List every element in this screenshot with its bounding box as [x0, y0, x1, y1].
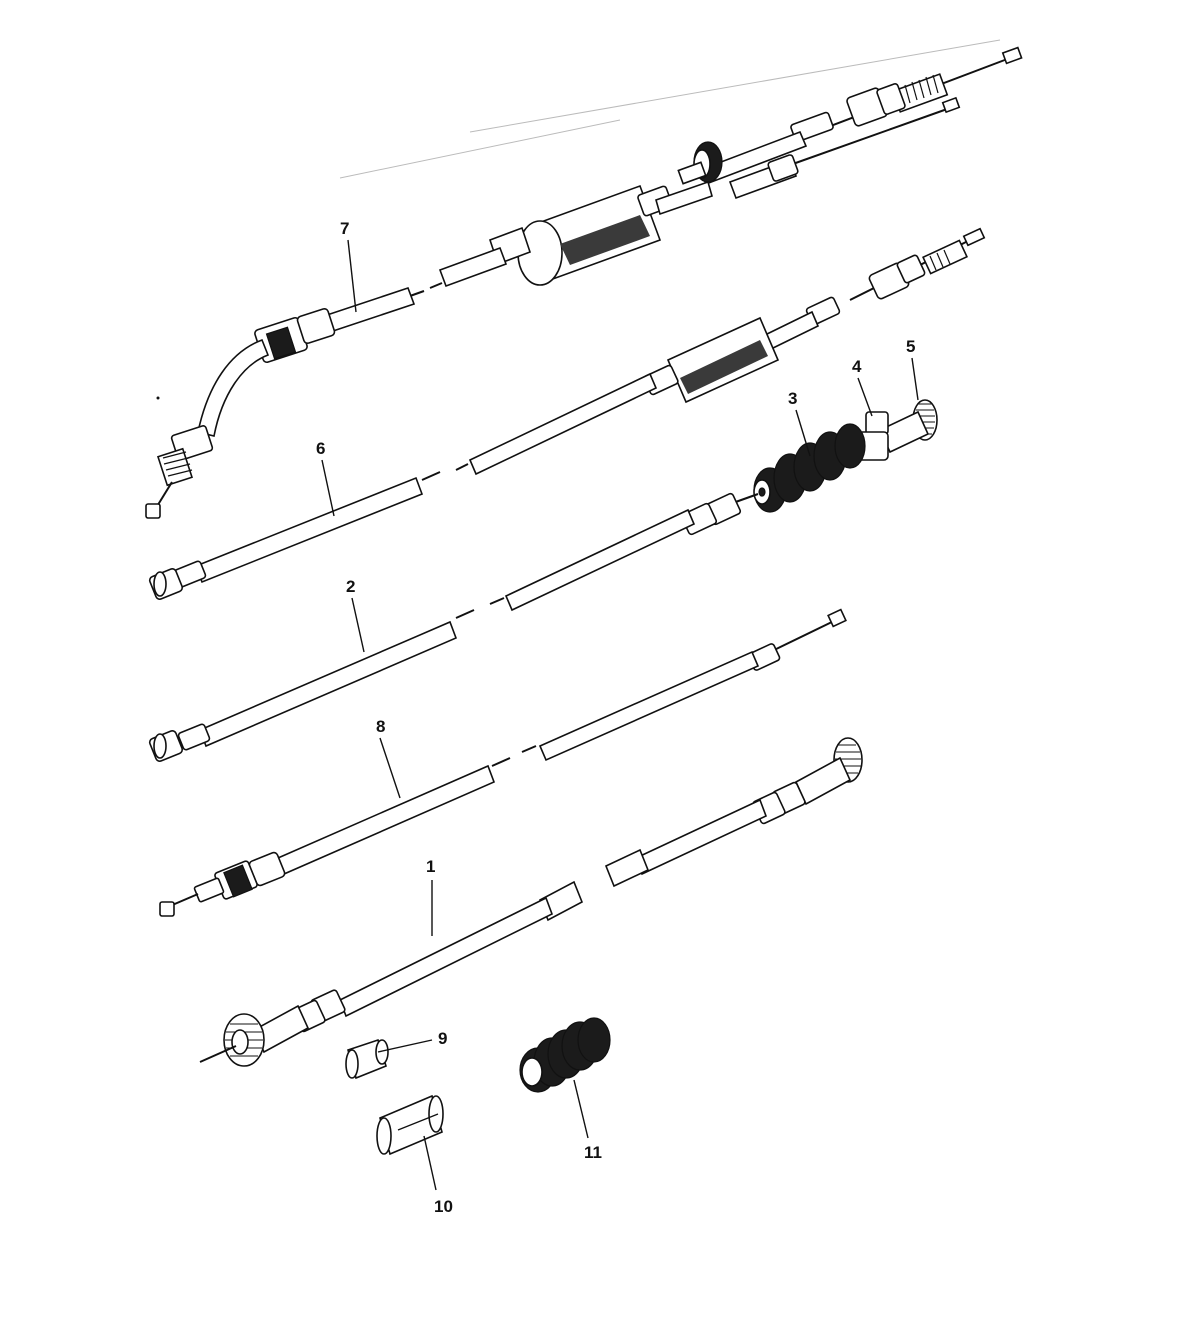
svg-text:8: 8: [376, 717, 385, 736]
callout-7: 7: [340, 219, 357, 313]
svg-text:7: 7: [340, 219, 349, 238]
cable-part-2: [148, 508, 696, 762]
svg-text:9: 9: [438, 1029, 447, 1048]
spring-part-11: [519, 1017, 611, 1093]
clip-part-10: [376, 1094, 444, 1156]
svg-text:5: 5: [906, 337, 915, 356]
cable-part-7: [145, 46, 1023, 519]
cable-part-8: [159, 608, 847, 917]
callout-1: 1: [426, 857, 435, 936]
callout-2: 2: [346, 577, 365, 653]
scan-artifact-lines: [339, 39, 1001, 179]
svg-text:6: 6: [316, 439, 325, 458]
svg-text:4: 4: [852, 357, 862, 376]
spring-part-3: [753, 423, 866, 513]
callout-5: 5: [906, 337, 919, 401]
stray-dot: [156, 396, 160, 400]
svg-text:2: 2: [346, 577, 355, 596]
cable-part-1: [199, 737, 863, 1067]
callout-9: 9: [377, 1029, 447, 1053]
svg-text:10: 10: [434, 1197, 453, 1216]
svg-text:3: 3: [788, 389, 797, 408]
adjuster-assembly-parts-3-4-5: [680, 399, 938, 536]
callout-8: 8: [376, 717, 401, 799]
clip-part-9: [345, 1038, 389, 1080]
callout-6: 6: [316, 439, 335, 517]
callout-4: 4: [852, 357, 873, 417]
callout-10: 10: [423, 1135, 453, 1216]
callout-3: 3: [788, 389, 811, 457]
svg-text:1: 1: [426, 857, 435, 876]
callout-11: 11: [573, 1079, 602, 1162]
cable-part-6: [148, 227, 986, 600]
svg-text:11: 11: [584, 1143, 602, 1162]
